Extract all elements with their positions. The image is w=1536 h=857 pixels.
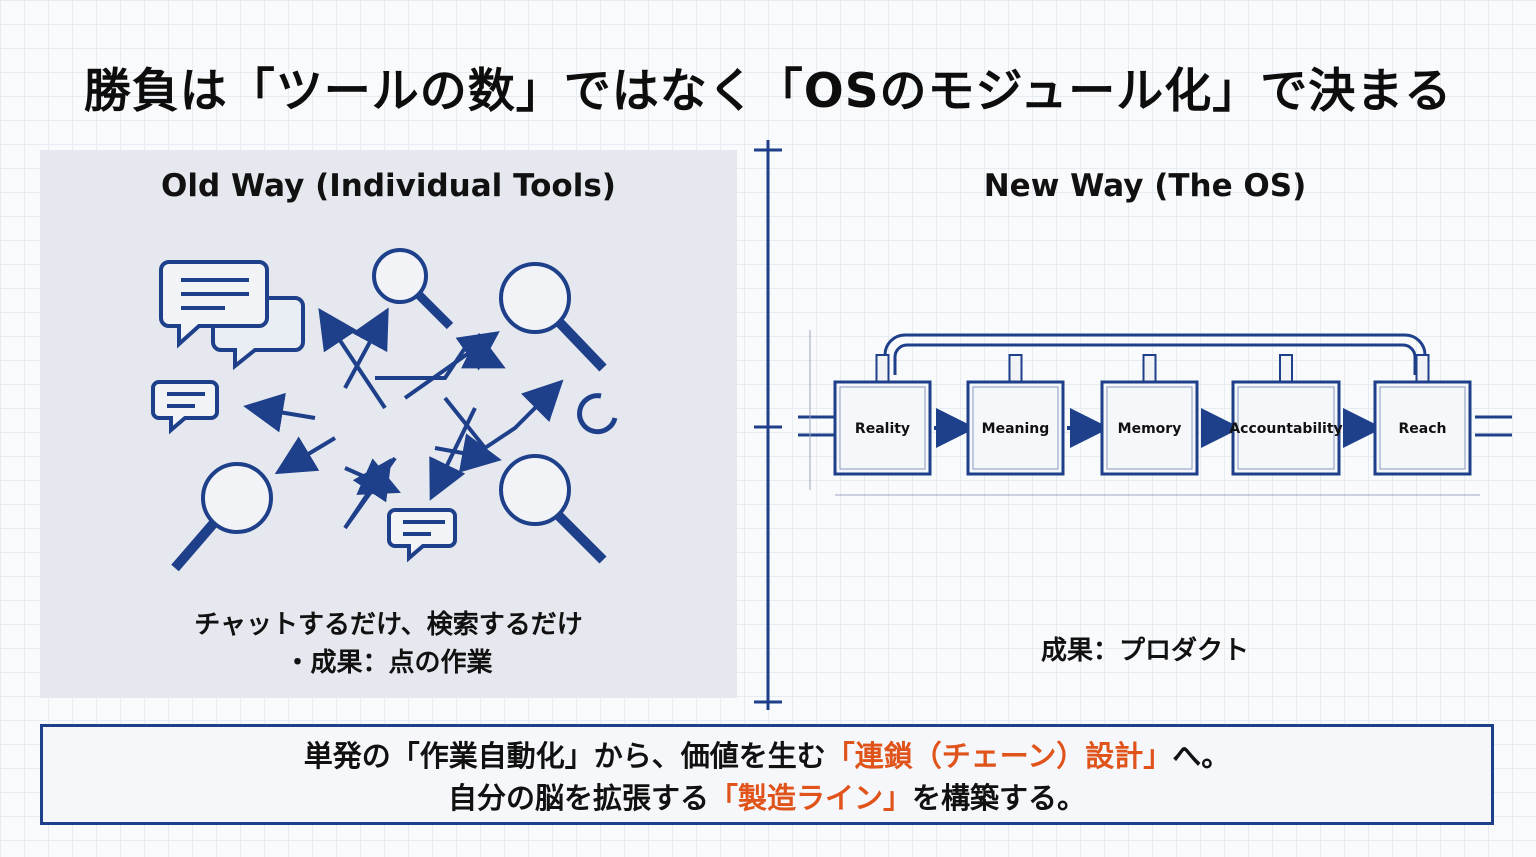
old-way-heading: Old Way (Individual Tools) [161, 168, 616, 204]
center-divider [754, 140, 782, 710]
old-way-caption-line1: チャットするだけ、検索するだけ [194, 610, 583, 640]
chaos-arrow [318, 308, 387, 410]
module-inner-frame [1106, 386, 1193, 470]
conclusion-line2-text: 自分の脳を拡張する [447, 781, 709, 815]
old-way-caption-line2: ・成果：点の作業 [284, 648, 493, 678]
module-label-accountability: Accountability [1229, 421, 1342, 437]
chaos-arrow [375, 332, 506, 380]
pipe-connector [1142, 354, 1157, 383]
old-way-panel [40, 150, 737, 698]
module-inner-frame [839, 386, 926, 470]
module-box-accountability [1231, 380, 1341, 476]
module-inner-frame [1237, 386, 1335, 470]
magnifier-icon [171, 462, 273, 572]
conclusion-box: 単発の「作業自動化」から、価値を生む「連鎖（チェーン）設計」へ。 自分の脳を拡張… [40, 724, 1494, 825]
old-way-caption: チャットするだけ、検索するだけ ・成果：点の作業 [40, 606, 737, 682]
module-box-reach [1373, 380, 1472, 476]
new-way-heading: New Way (The OS) [983, 168, 1307, 204]
module-label-meaning: Meaning [982, 421, 1050, 437]
chat-bubble-icon [387, 508, 457, 563]
module-label-reality: Reality [855, 421, 910, 437]
pipe-connector [875, 354, 890, 383]
module-label-reach: Reach [1399, 421, 1447, 437]
chaos-arrow [429, 407, 477, 501]
pipe-connector [1279, 354, 1293, 383]
refresh-icon [577, 393, 618, 435]
magnifier-icon [499, 262, 607, 372]
scattered-tools-illustration [151, 248, 618, 572]
conclusion-line1-end: へ。 [1172, 739, 1231, 773]
magnifier-icon [499, 454, 607, 564]
conclusion-line1-text: 単発の「作業自動化」から、価値を生む [303, 739, 826, 773]
chaos-arrow [343, 307, 389, 389]
page-title: 勝負は「ツールの数」ではなく「OSのモジュール化」で決まる [83, 64, 1453, 119]
new-way-caption: 成果：プロダクト [1040, 636, 1249, 666]
chat-bubble-icon [151, 380, 219, 435]
chaos-arrow [243, 392, 316, 433]
conclusion-line2-accent: 「製造ライン」 [708, 781, 912, 815]
conclusion-line2: 自分の脳を拡張する「製造ライン」を構築する。 [43, 777, 1491, 819]
chaos-arrow [434, 433, 502, 473]
module-inner-frame [972, 386, 1059, 470]
module-label-memory: Memory [1118, 421, 1182, 437]
os-module-pipeline: Reality Meaning Memory Accountability Reach [798, 330, 1512, 496]
chaos-arrow [274, 436, 337, 475]
module-inner-frame [1379, 386, 1466, 470]
conclusion-line2-end: を構築する。 [912, 781, 1087, 815]
chaos-arrow [403, 331, 500, 400]
magnifier-icon [372, 248, 454, 330]
conclusion-line1-accent: 「連鎖（チェーン）設計」 [825, 739, 1173, 773]
module-box-reality [833, 380, 932, 476]
module-box-meaning [966, 380, 1065, 476]
conclusion-line1: 単発の「作業自動化」から、価値を生む「連鎖（チェーン）設計」へ。 [43, 735, 1491, 777]
chaos-arrow [344, 458, 401, 495]
chat-bubble-icon [159, 260, 305, 371]
pipe-connector [1008, 354, 1023, 383]
pipe-connector [1415, 354, 1430, 383]
module-box-memory [1100, 380, 1199, 476]
